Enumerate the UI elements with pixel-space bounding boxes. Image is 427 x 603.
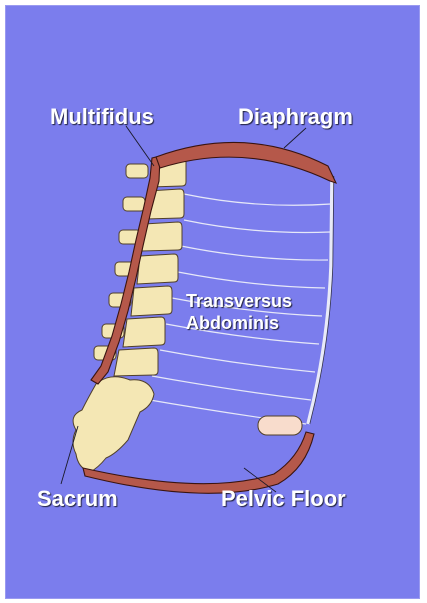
- fiber-line: [160, 350, 315, 372]
- vertebra-process: [126, 164, 148, 178]
- pubic-bone: [258, 416, 302, 435]
- vertebra: [123, 317, 165, 347]
- label-pelvic-floor: Pelvic Floor: [221, 488, 346, 510]
- label-transversus: Transversus: [186, 291, 292, 312]
- diagram-panel: Multifidus Diaphragm Transversus Abdomin…: [5, 5, 420, 599]
- label-diaphragm: Diaphragm: [238, 106, 353, 128]
- fiber-line: [181, 246, 328, 260]
- leader-line-sacrum: [61, 426, 78, 484]
- leader-line-diaphragm: [284, 128, 306, 148]
- fiber-line: [184, 194, 331, 205]
- leader-line-multifidus: [126, 126, 154, 166]
- vertebra: [114, 348, 158, 376]
- vertebra: [137, 254, 178, 284]
- label-sacrum: Sacrum: [37, 488, 118, 510]
- vertebra-process: [123, 197, 145, 211]
- label-abdominis: Abdominis: [186, 313, 279, 334]
- sacrum-bone: [73, 377, 154, 472]
- label-multifidus: Multifidus: [50, 106, 154, 128]
- abdominal-wall: [308, 176, 332, 424]
- fiber-line: [178, 272, 325, 288]
- vertebra: [131, 286, 172, 316]
- lumbar-vertebrae: [94, 156, 186, 376]
- fiber-line: [152, 376, 311, 400]
- fiber-line: [184, 220, 330, 233]
